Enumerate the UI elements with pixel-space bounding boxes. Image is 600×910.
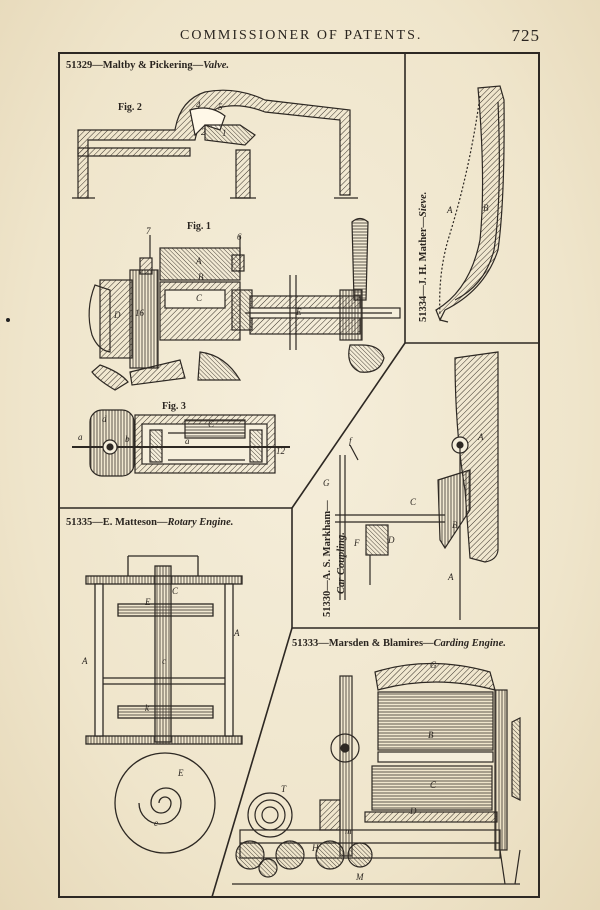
label: A	[196, 256, 202, 266]
label: C	[410, 497, 417, 507]
label: f	[349, 436, 352, 446]
car-coupling-caption-title: Car Coupling.	[336, 532, 347, 594]
label: G	[323, 478, 330, 488]
label: T	[281, 784, 287, 794]
label: 6	[237, 232, 242, 242]
patent-number: 51334	[418, 295, 429, 322]
valve-fig3-drawing	[72, 409, 290, 477]
label: 7	[146, 226, 151, 236]
label: d	[102, 414, 107, 424]
label: 2	[201, 127, 206, 137]
label: F	[354, 538, 360, 548]
fig3-label: Fig. 3	[162, 401, 186, 412]
label: A	[448, 572, 454, 582]
fig1-label: Fig. 1	[187, 221, 211, 232]
patent-inventors: —Maltby & Pickering—	[92, 60, 204, 71]
rotary-engine-caption: 51335—E. Matteson—Rotary Engine.	[66, 517, 233, 528]
valve-fig2-drawing	[72, 89, 358, 199]
label: m	[345, 826, 352, 836]
patent-inventors: —A. S. Markham—	[322, 500, 333, 591]
label: 16	[135, 308, 144, 318]
label: E	[296, 307, 302, 317]
label: A	[82, 656, 88, 666]
label: C	[430, 780, 437, 790]
patent-number: 51333	[292, 638, 319, 649]
car-coupling-caption: 51330—A. S. Markham—	[322, 500, 333, 617]
label: B	[198, 272, 204, 282]
page-number: 725	[511, 26, 540, 45]
label: c	[162, 656, 166, 666]
plate-frame	[58, 52, 540, 898]
patent-inventors: —J. H. Mather—	[418, 217, 429, 296]
label: D	[114, 310, 121, 320]
label: 5	[218, 102, 223, 112]
label: G	[430, 660, 437, 670]
label: B	[452, 520, 458, 530]
patent-inventors: —E. Matteson—	[92, 517, 168, 528]
patent-title: Carding Engine.	[433, 638, 506, 649]
label: 12	[276, 446, 285, 456]
label: 4	[196, 100, 201, 110]
label: C	[208, 419, 215, 429]
label: C	[172, 586, 179, 596]
carding-engine-drawing	[232, 662, 521, 885]
page-header: COMMISSIONER OF PATENTS. 725	[62, 26, 540, 48]
label: C	[196, 293, 203, 303]
label: A	[234, 628, 240, 638]
patent-title: Sieve.	[418, 191, 429, 217]
label: e	[154, 818, 158, 828]
label: M	[356, 872, 364, 882]
label: a	[185, 436, 190, 446]
ink-speck	[6, 318, 10, 322]
label: D	[388, 535, 395, 545]
patent-title: Car Coupling.	[336, 532, 347, 594]
sieve-drawing	[435, 85, 505, 323]
patent-title: Rotary Engine.	[167, 517, 234, 528]
label: B	[483, 203, 489, 213]
car-coupling-drawing	[335, 351, 499, 620]
patent-number: 51335	[66, 517, 93, 528]
patent-inventors: —Marsden & Blamires—	[318, 638, 434, 649]
patent-number: 51330	[322, 590, 333, 617]
carding-engine-caption: 51333—Marsden & Blamires—Carding Engine.	[292, 638, 506, 649]
patent-number: 51329	[66, 60, 93, 71]
valve-fig1-drawing	[88, 217, 401, 391]
fig2-label: Fig. 2	[118, 102, 142, 113]
header-title: COMMISSIONER OF PATENTS.	[180, 28, 423, 43]
label: b	[125, 434, 130, 444]
valve-caption: 51329—Maltby & Pickering—Valve.	[66, 60, 229, 71]
label: A	[478, 432, 484, 442]
label: k	[145, 703, 149, 713]
sieve-caption: 51334—J. H. Mather—Sieve.	[418, 192, 429, 322]
label: A	[447, 205, 453, 215]
label: E	[178, 768, 184, 778]
label: E	[145, 597, 151, 607]
rotary-engine-drawing	[85, 555, 243, 854]
label: H	[312, 843, 319, 853]
label: a	[78, 432, 83, 442]
label: B	[428, 730, 434, 740]
panel-dividers	[59, 53, 539, 898]
label: D	[410, 806, 417, 816]
label: 1	[222, 128, 227, 138]
patent-title: Valve.	[203, 60, 230, 71]
